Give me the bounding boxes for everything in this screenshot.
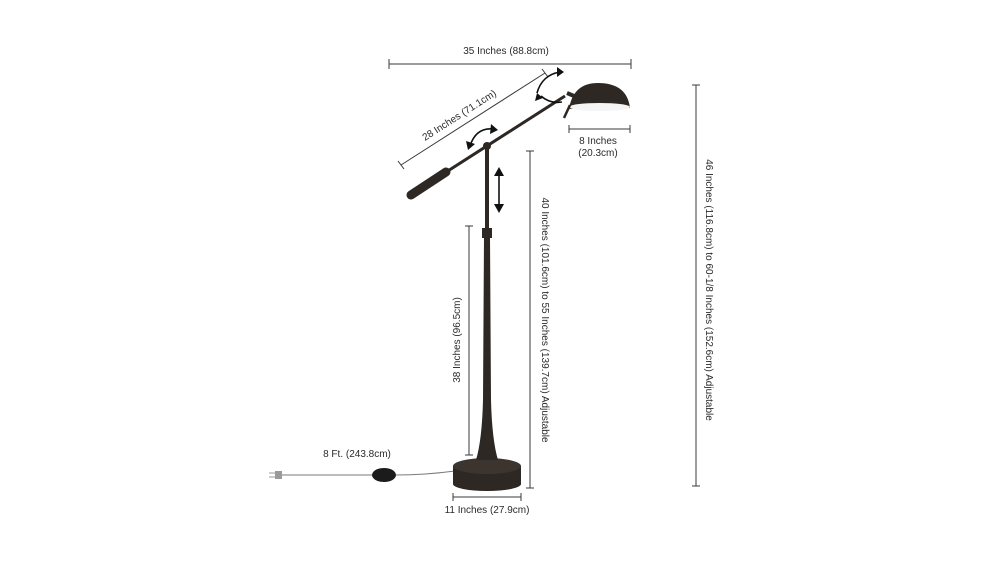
cord-length-label: 8 Ft. (243.8cm): [323, 449, 391, 460]
shade-rotate-arrow-icon: [535, 67, 564, 104]
base-diameter-label: 11 Inches (27.9cm): [445, 505, 530, 516]
shade-width-label-line1: 8 Inches: [579, 136, 617, 147]
counterweight-handle: [406, 167, 451, 200]
base-pole-height-label: 38 Inches (96.5cm): [452, 297, 463, 383]
upper-pole: [485, 145, 489, 230]
base-diameter-dimension: 11 Inches (27.9cm): [445, 493, 530, 516]
stem-height-label: 40 Inches (101.6cm) to 55 Inches (139.7c…: [539, 197, 550, 443]
height-collar: [482, 228, 492, 238]
total-height-label: 46 Inches (116.8cm) to 60-1/8 Inches (15…: [703, 159, 714, 421]
base-pole-height-dimension: 38 Inches (96.5cm): [452, 225, 473, 456]
lamp-shade: [562, 83, 630, 119]
shade-width-dimension: 8 Inches (20.3cm): [568, 125, 631, 159]
lower-pole: [476, 236, 498, 460]
arm-length-label: 28 Inches (71.1cm): [421, 88, 499, 143]
plug-icon: [275, 471, 282, 479]
arm-rotate-arrow-icon: [466, 124, 498, 150]
power-cord: [269, 468, 456, 482]
overall-width-label: 35 Inches (88.8cm): [463, 46, 549, 57]
shade-width-label-line2: (20.3cm): [578, 148, 617, 159]
stem-height-dimension: 40 Inches (101.6cm) to 55 Inches (139.7c…: [526, 150, 550, 489]
foot-switch: [372, 468, 396, 482]
height-adjust-arrow-icon: [494, 167, 504, 213]
floor-lamp: [269, 67, 630, 491]
total-height-dimension: 46 Inches (116.8cm) to 60-1/8 Inches (15…: [692, 84, 714, 487]
overall-width-dimension: 35 Inches (88.8cm): [388, 46, 632, 69]
lamp-base: [453, 458, 521, 491]
